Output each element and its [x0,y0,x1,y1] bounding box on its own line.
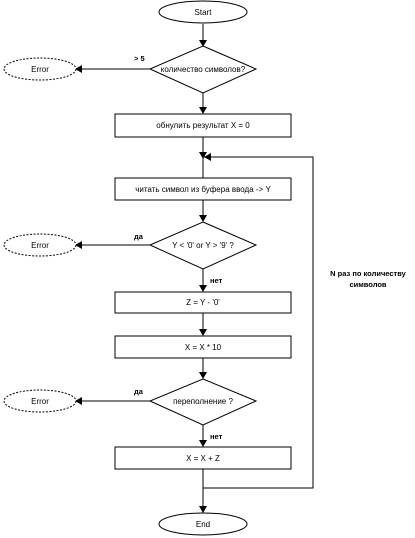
node-error-overflow: Error [3,389,77,413]
node-error-digit-label: Error [31,241,49,250]
node-error-length-label: Error [31,65,49,74]
arrowhead [204,153,211,161]
edge-label-length-too-long: > 5 [134,54,145,63]
edge-label-overflow-no: нет [210,432,223,441]
node-length-check: количество символов? [148,45,258,94]
loop-note: N раз по количеству символов [330,269,406,289]
arrowhead [75,65,82,73]
node-digit-check: Y < '0' or Y > '9' ? [148,221,258,270]
node-multiply-label: X = X * 10 [185,343,222,352]
node-error-length: Error [3,57,77,81]
edge-loop-back [203,156,314,489]
arrowhead [199,40,207,47]
loop-note-line1: N раз по количеству [330,269,406,278]
node-add: X = X + Z [114,446,292,470]
node-error-overflow-label: Error [31,397,49,406]
node-length-check-label: количество символов? [161,65,246,74]
arrowhead [75,241,82,249]
loop-note-line2: символов [349,280,386,289]
node-reset-label: обнулить результат X = 0 [156,121,250,130]
node-end-label: End [196,520,210,529]
edge-label-digit-no: нет [210,276,223,285]
node-overflow-check-label: переполнение ? [173,397,233,406]
node-add-label: X = X + Z [186,454,220,463]
node-reset: обнулить результат X = 0 [114,113,292,138]
node-start-label: Start [195,8,213,17]
connectors [75,24,314,513]
node-end: End [158,512,248,536]
node-read-char-label: читать символ из буфера ввода -> Y [135,185,271,194]
arrowhead [199,107,207,114]
node-multiply: X = X * 10 [114,335,292,359]
node-subtract: Z = Y - '0' [114,291,292,314]
node-digit-check-label: Y < '0' or Y > '9' ? [172,241,234,250]
node-read-char: читать символ из буфера ввода -> Y [114,177,292,201]
arrowhead [199,215,207,222]
arrowhead [199,285,207,292]
arrowhead [75,397,82,405]
edge-label-overflow-yes: да [134,387,144,396]
arrowhead [199,440,207,447]
arrowhead [199,152,207,159]
node-subtract-label: Z = Y - '0' [186,298,220,307]
node-overflow-check: переполнение ? [148,378,258,426]
edge-label-digit-yes: да [134,232,144,241]
arrowhead [199,372,207,379]
node-start: Start [158,0,248,24]
arrowhead [199,329,207,336]
arrowhead [199,506,207,513]
node-error-digit: Error [3,233,77,257]
